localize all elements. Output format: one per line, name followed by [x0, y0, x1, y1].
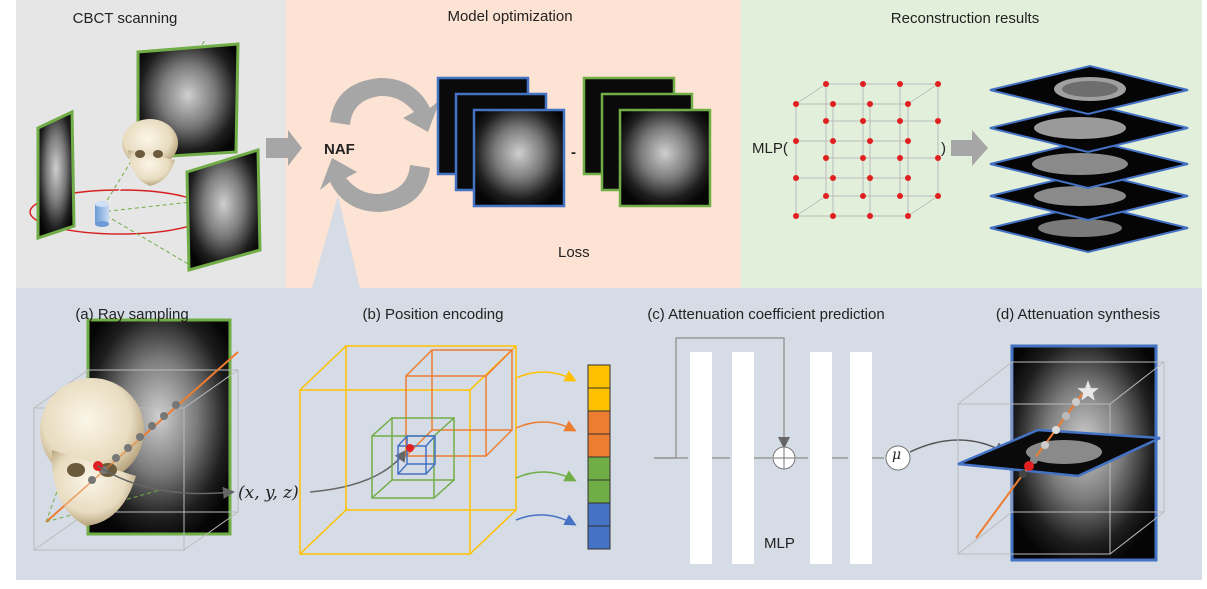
voxel-grid-icon: [795, 83, 939, 217]
grid-point: [793, 213, 799, 219]
grid-point: [860, 118, 866, 124]
ct-slice-icon: [989, 138, 1189, 190]
attenuation-prediction-title: (c) Attenuation coefficient prediction: [647, 306, 885, 323]
ray-to-coord-arrow: [97, 465, 235, 499]
xray-detector-icon: [185, 147, 262, 272]
coord-to-encoding-arrow: [309, 449, 407, 493]
grid-point: [860, 81, 866, 87]
loss-label: Loss: [558, 244, 590, 261]
grid-point: [793, 101, 799, 107]
grid-point: [897, 193, 903, 199]
ray-sampling-illustration: [33, 318, 239, 551]
grid-point: [867, 138, 873, 144]
grid-point: [935, 118, 941, 124]
grid-point: [897, 118, 903, 124]
position-encoding-title: (b) Position encoding: [362, 306, 504, 323]
mlp-open-label: MLP(: [752, 140, 788, 157]
mlp-close-label: ): [941, 140, 946, 157]
ct-slice-stack: [989, 64, 1189, 254]
arrow-cbct-to-model: [266, 130, 302, 166]
grid-point: [830, 138, 836, 144]
grid-point: [935, 155, 941, 161]
feature-vector: [587, 364, 611, 550]
grid-point: [860, 193, 866, 199]
coord-label: (x, y, z): [238, 483, 299, 503]
zoom-wedge: [312, 196, 360, 288]
model-title: Model optimization: [447, 8, 573, 25]
grid-point: [905, 138, 911, 144]
measured-projection-stack: [582, 76, 712, 208]
ray-sampling-title: (a) Ray sampling: [75, 306, 189, 323]
grid-point: [897, 155, 903, 161]
xray-detector-icon: [36, 109, 76, 241]
grid-point: [905, 213, 911, 219]
cbct-illustration: [29, 39, 262, 272]
mlp-label: MLP: [764, 535, 795, 552]
grid-point: [830, 101, 836, 107]
grid-point: [867, 101, 873, 107]
cycle-arrows-icon: [320, 78, 440, 212]
minus-label: -: [571, 144, 576, 161]
synthesis-illustration: [957, 344, 1165, 562]
arrow-mlp-to-slices: [951, 130, 988, 166]
skull-icon: [122, 119, 178, 186]
attenuation-synthesis-title: (d) Attenuation synthesis: [995, 306, 1161, 323]
mu-node: [885, 445, 911, 471]
grid-point: [905, 101, 911, 107]
grid-point: [867, 175, 873, 181]
ct-slice-icon: [989, 202, 1189, 254]
encoding-arrows: [515, 370, 577, 526]
grid-point: [823, 193, 829, 199]
ct-slice-icon: [989, 64, 1189, 116]
cbct-title: CBCT scanning: [72, 10, 178, 27]
grid-point: [860, 155, 866, 161]
predicted-projection-stack: [436, 76, 566, 208]
grid-point: [935, 193, 941, 199]
voxel-grid-points: [793, 81, 941, 219]
naf-label: NAF: [324, 141, 355, 158]
mu-label: μ: [892, 447, 902, 463]
grid-point: [793, 138, 799, 144]
grid-point: [793, 175, 799, 181]
grid-point: [867, 213, 873, 219]
grid-point: [905, 175, 911, 181]
sum-node-icon: [772, 446, 796, 470]
grid-point: [830, 175, 836, 181]
grid-point: [897, 81, 903, 87]
mlp-network: [654, 337, 911, 564]
grid-point: [935, 81, 941, 87]
grid-point: [830, 213, 836, 219]
ct-slice-icon: [989, 102, 1189, 154]
grid-point: [823, 81, 829, 87]
recon-title: Reconstruction results: [890, 10, 1040, 27]
grid-point: [823, 118, 829, 124]
grid-point: [823, 155, 829, 161]
xray-source-icon: [95, 201, 109, 227]
